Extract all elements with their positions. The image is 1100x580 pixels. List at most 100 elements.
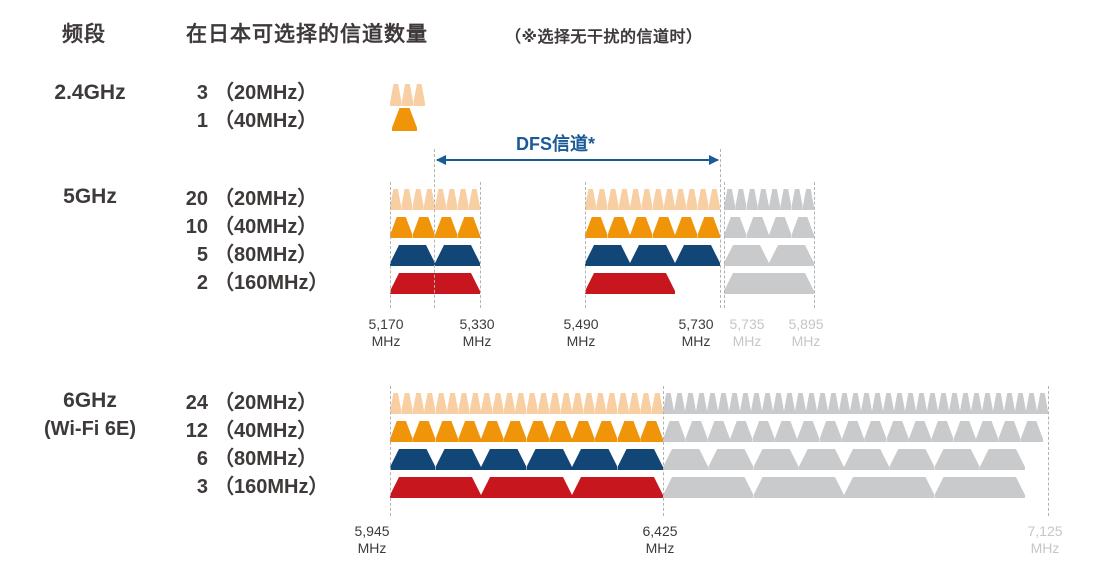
channel-trapezoid [606, 393, 618, 414]
channel-trapezoid [630, 245, 675, 266]
channel-trapezoid [663, 393, 674, 414]
channel-trapezoid [515, 393, 527, 414]
channel-trapezoid [446, 393, 459, 414]
channel-trapezoid [938, 393, 949, 414]
dashed-guide-line [585, 182, 586, 308]
channel-trapezoid [424, 393, 436, 414]
channel-trapezoid [640, 421, 663, 442]
channel-trapezoid [724, 217, 747, 238]
bandwidth-label: （160MHz） [214, 272, 329, 294]
channel-trapezoid [481, 421, 504, 442]
channel-trapezoid [401, 84, 414, 106]
channel-trapezoid [585, 189, 597, 210]
channel-trapezoid [894, 393, 905, 414]
channel-trapezoid [949, 393, 960, 414]
channel-trapezoid [864, 421, 887, 442]
channel-trapezoid [390, 245, 435, 266]
channel-trapezoid [392, 108, 417, 131]
channel-trapezoid [927, 393, 938, 414]
channel-trapezoid [828, 393, 839, 414]
channel-trapezoid [390, 189, 402, 210]
channel-trapezoid [594, 421, 618, 442]
channel-trapezoid [412, 421, 436, 442]
channel-trapezoid [503, 421, 527, 442]
channel-trapezoid [730, 421, 753, 442]
channel-trapezoid [617, 449, 663, 470]
channel-trapezoid [390, 421, 413, 442]
channel-trapezoid [585, 217, 608, 238]
channel-trapezoid [675, 189, 687, 210]
channel-trapezoid [839, 393, 850, 414]
channel-trapezoid [663, 421, 686, 442]
frequency-value: 5,730 [678, 316, 714, 332]
bandwidth-label: （160MHz） [214, 476, 329, 498]
channel-trapezoid [791, 217, 814, 238]
channel-trapezoid [697, 217, 720, 238]
channel-trapezoid [707, 421, 731, 442]
channel-count-row: 24（20MHz） [148, 389, 418, 417]
channel-trapezoid [401, 393, 413, 414]
channel-trapezoid [675, 245, 720, 266]
channel-trapezoid [585, 245, 630, 266]
channel-trapezoid [718, 393, 729, 414]
channel-count: 12 [185, 420, 208, 442]
channel-trapezoid [686, 189, 698, 210]
channel-trapezoid [905, 393, 916, 414]
frequency-value: 5,330 [459, 316, 495, 332]
channel-count-row: 1（40MHz） [148, 107, 418, 135]
channel-trapezoid [931, 421, 954, 442]
channel-trapezoid [537, 393, 550, 414]
channel-trapezoid [607, 189, 619, 210]
channel-trapezoid [412, 217, 435, 238]
frequency-unit: MHz [645, 540, 675, 556]
channel-trapezoid [751, 393, 762, 414]
channel-trapezoid [435, 393, 447, 414]
channel-trapezoid [769, 217, 792, 238]
channel-trapezoid [883, 393, 894, 414]
bandwidth-label: （20MHz） [214, 82, 318, 104]
channel-trapezoid [401, 189, 413, 210]
frequency-value: 5,895 [788, 316, 824, 332]
channel-trapezoid [795, 393, 806, 414]
channel-trapezoid [457, 189, 469, 210]
band-sublabel-b6: (Wi-Fi 6E) [43, 418, 137, 440]
channel-trapezoid [617, 421, 641, 442]
channel-trapezoid [663, 189, 675, 210]
channel-trapezoid [390, 84, 402, 106]
channel-trapezoid [817, 393, 828, 414]
channel-count-row: 5（80MHz） [148, 241, 418, 269]
channel-trapezoid [708, 449, 754, 470]
channel-trapezoid [526, 393, 538, 414]
channel-trapezoid [457, 217, 480, 238]
frequency-value: 7,125 [1027, 523, 1063, 539]
channel-trapezoid [596, 189, 608, 210]
frequency-value: 5,735 [729, 316, 765, 332]
channel-trapezoid [696, 393, 707, 414]
channel-count-row: 10（40MHz） [148, 213, 418, 241]
channel-trapezoid [412, 189, 424, 210]
channel-trapezoid [492, 393, 504, 414]
channel-trapezoid [594, 393, 607, 414]
dashed-guide-line [434, 149, 435, 308]
frequency-unit: MHz [371, 333, 401, 349]
dashed-guide-line [720, 149, 721, 308]
channel-trapezoid [572, 421, 595, 442]
channel-trapezoid [916, 393, 927, 414]
channel-trapezoid [769, 245, 814, 266]
channel-trapezoid [468, 189, 480, 210]
channel-trapezoid [412, 393, 425, 414]
channel-trapezoid [797, 421, 820, 442]
channel-count-row: 3（160MHz） [148, 473, 418, 501]
channel-trapezoid [861, 393, 872, 414]
channel-trapezoid [526, 449, 572, 470]
channel-count-row: 3（20MHz） [148, 79, 418, 107]
channel-trapezoid [572, 477, 663, 498]
channel-trapezoid [572, 393, 584, 414]
channel-trapezoid [746, 217, 769, 238]
channel-trapezoid [640, 393, 652, 414]
